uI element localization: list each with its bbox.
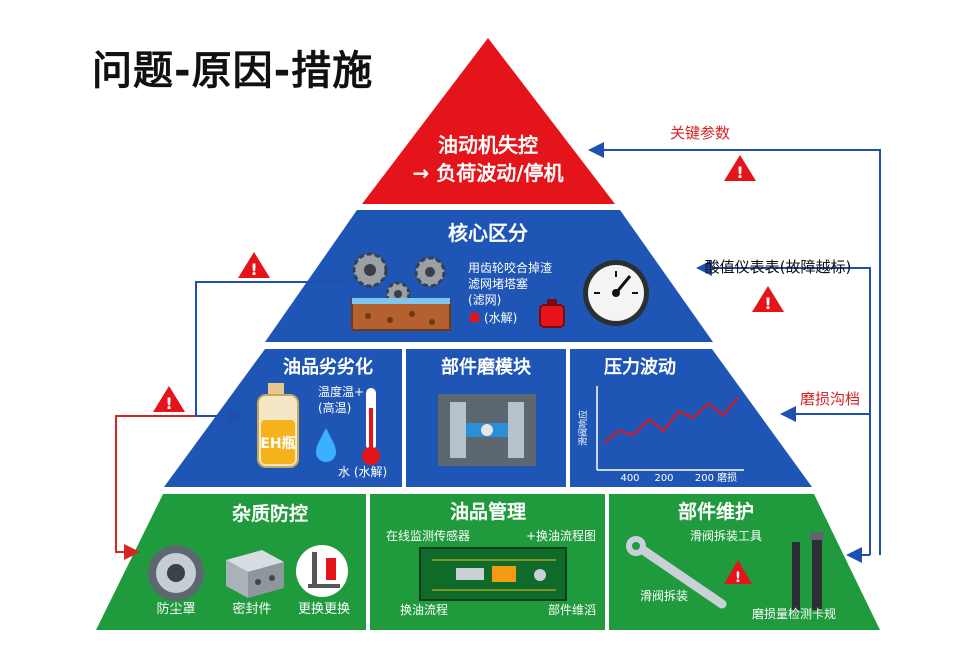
gear-note-3: (滤网) <box>468 293 501 307</box>
warning-icon: ! <box>724 155 756 182</box>
tier4-panel2-label-tl: 在线监测传感器 <box>386 528 470 543</box>
side-label-wear: 磨损沟档 <box>800 390 860 408</box>
tier4-item1: 防尘罩 <box>156 601 195 617</box>
connector-left-blue <box>195 281 350 424</box>
tier3-panel1-water: 水 (水解) <box>338 465 387 479</box>
chart-ylabel: 滑阀响应 <box>577 410 589 446</box>
connector-right-outer <box>588 142 881 555</box>
tier4-panel3-title: 部件维护 <box>678 500 754 523</box>
tier3-panel1-title: 油品劣劣化 <box>283 356 373 378</box>
water-drop-icon <box>316 428 336 462</box>
tier4-panel3-label-left: 滑阀拆装 <box>640 588 688 603</box>
tier3-panel3 <box>570 349 812 487</box>
spool-valve-icon <box>438 394 536 466</box>
svg-text:!: ! <box>764 294 771 313</box>
tier4-item3: 更换更换 <box>298 602 350 617</box>
chart-x-tick: 200 磨损 <box>695 471 737 484</box>
eh-bottle-icon <box>257 383 299 468</box>
warning-icon: ! <box>153 386 185 413</box>
circuit-board-icon <box>419 547 567 601</box>
tier4-panel2-label-bl: 换油流程 <box>400 602 448 617</box>
tier1-line1: 油动机失控 <box>438 133 538 157</box>
gear-note-1: 用齿轮咬合掉渣 <box>468 260 552 275</box>
chart-series-line <box>603 396 739 444</box>
svg-text:!: ! <box>250 260 257 279</box>
tier3-panel2-title: 部件磨模块 <box>441 356 532 378</box>
warning-icon: ! <box>238 252 270 279</box>
water-marker-icon <box>470 313 479 322</box>
tier4-panel2-label-br: 部件维滔 <box>548 602 596 617</box>
wrench-icon <box>626 536 727 609</box>
replacement-tool-icon <box>296 545 348 597</box>
tier3-panel3-title: 压力波动 <box>604 356 676 378</box>
tier4-panel3-label-bottom: 磨损量检测卡规 <box>752 606 836 621</box>
thermometer-icon <box>362 388 380 465</box>
seal-block-icon <box>226 550 284 598</box>
tier1-line2: → 负荷波动/停机 <box>412 161 563 185</box>
water-note: (水解) <box>484 311 517 325</box>
connector-left-red <box>115 415 196 560</box>
tier4-panel2-label-tr: +换油流程图 <box>526 528 596 543</box>
tier4-panel2-title: 油品管理 <box>450 500 526 523</box>
warning-icon: ! <box>752 286 784 313</box>
tier3-panel1-note1: 温度温+ <box>318 384 364 399</box>
tier3-panel1-note2: (高温) <box>318 400 351 415</box>
sample-bottle-icon <box>539 299 565 328</box>
svg-text:!: ! <box>735 570 741 586</box>
chart-x-tick: 400 <box>620 473 639 484</box>
svg-text:!: ! <box>736 163 743 182</box>
gear-icon <box>352 252 446 307</box>
side-label-acid-meter: 酸值仪表表(故障越标) <box>705 258 852 276</box>
dust-cover-icon <box>148 545 204 601</box>
tier2-title: 核心区分 <box>448 221 528 245</box>
tier4-panel3-label-top: 滑阀拆装工具 <box>690 528 762 543</box>
svg-text:!: ! <box>165 394 172 413</box>
pressure-chart: 滑阀响应 400 200 200 磨损 <box>577 386 744 484</box>
pressure-gauge-icon <box>583 260 649 326</box>
debris-tank-icon <box>351 298 451 331</box>
chart-x-tick: 200 <box>654 473 673 484</box>
gauge-tool-icon <box>792 532 824 610</box>
warning-icon: ! <box>724 560 752 586</box>
eh-bottle-label: EH瓶 <box>260 435 295 452</box>
gear-note-2: 滤网堵塔塞 <box>468 276 528 291</box>
side-label-key-params: 关键参数 <box>670 124 730 142</box>
tier4-panel1-title: 杂质防控 <box>232 502 308 525</box>
tier1-triangle <box>362 38 615 204</box>
tier4-item2: 密封件 <box>232 601 271 617</box>
connector-right-mid <box>696 260 871 555</box>
page-title: 问题-原因-措施 <box>92 48 374 94</box>
